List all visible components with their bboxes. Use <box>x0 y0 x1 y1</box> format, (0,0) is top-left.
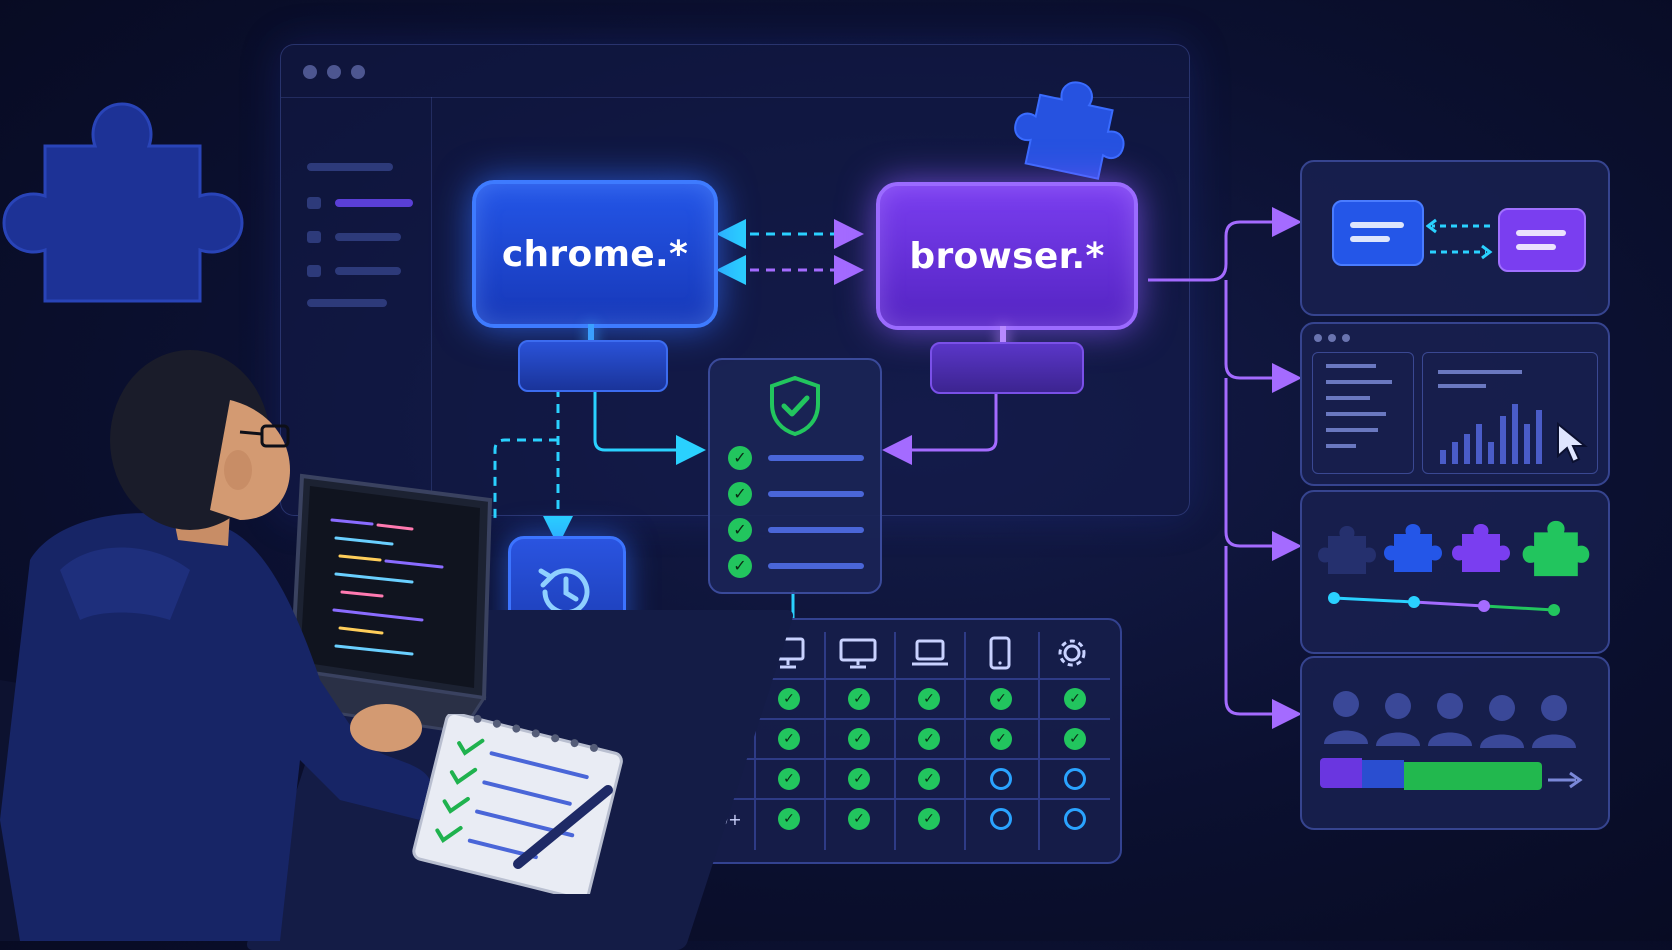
unsupported-circle-icon <box>1064 808 1086 830</box>
browser-api-monitor: browser.* <box>876 182 1138 330</box>
unsupported-circle-icon <box>990 768 1012 790</box>
checklist-item: ✓ <box>728 446 864 472</box>
supported-check-icon: ✓ <box>1064 728 1086 750</box>
supported-check-icon: ✓ <box>848 808 870 830</box>
puzzle-icon <box>1384 524 1442 572</box>
arrow-right-icon <box>1548 771 1583 789</box>
window-title-bar <box>281 45 1189 98</box>
supported-check-icon: ✓ <box>990 688 1012 710</box>
window-dot <box>327 65 341 79</box>
rollout-segment <box>1320 758 1362 788</box>
tablet-icon <box>989 636 1011 670</box>
unsupported-circle-icon <box>990 808 1012 830</box>
user-icon <box>1480 695 1524 748</box>
unsupported-circle-icon <box>1064 768 1086 790</box>
supported-check-icon: ✓ <box>918 768 940 790</box>
puzzle-icon <box>2 102 244 303</box>
supported-check-icon: ✓ <box>918 688 940 710</box>
rollout-segment <box>1362 760 1404 788</box>
supported-check-icon: ✓ <box>778 768 800 790</box>
check-icon: ✓ <box>728 554 752 578</box>
messaging-panel <box>1300 160 1610 316</box>
puzzle-icon <box>1522 520 1590 577</box>
message-arrows <box>1426 218 1493 260</box>
supported-check-icon: ✓ <box>918 728 940 750</box>
rollout-segment <box>1404 762 1542 790</box>
puzzle-timeline <box>1318 520 1590 616</box>
user-icon <box>1532 695 1576 748</box>
chrome-monitor-base <box>518 340 668 392</box>
gear-icon <box>1058 639 1086 667</box>
validation-checklist-card: ✓ ✓ ✓ ✓ <box>708 358 882 594</box>
check-icon: ✓ <box>728 446 752 470</box>
check-icon: ✓ <box>728 482 752 506</box>
laptop-icon <box>912 639 948 666</box>
supported-check-icon: ✓ <box>778 688 800 710</box>
paper-checklist-notebook <box>412 714 623 894</box>
user-icon <box>1428 693 1472 746</box>
cursor-icon <box>1557 421 1588 464</box>
supported-check-icon: ✓ <box>848 768 870 790</box>
chrome-api-label: chrome.* <box>501 233 689 275</box>
chat-bubble-icon <box>1332 200 1424 266</box>
user-rollout-panel <box>1300 656 1610 830</box>
check-icon: ✓ <box>728 518 752 542</box>
browser-monitor-stand <box>1000 326 1006 356</box>
puzzle-icon <box>1452 524 1510 572</box>
supported-check-icon: ✓ <box>990 728 1012 750</box>
display-icon <box>839 638 877 669</box>
history-icon <box>538 568 590 616</box>
bar-chart-icon <box>1440 404 1542 464</box>
devtools-panel <box>1300 322 1610 486</box>
checklist-item: ✓ <box>728 518 864 544</box>
user-icon <box>1376 693 1420 746</box>
window-dot <box>303 65 317 79</box>
supported-check-icon: ✓ <box>848 728 870 750</box>
supported-check-icon: ✓ <box>918 808 940 830</box>
browser-monitor-base <box>930 342 1084 394</box>
chrome-api-monitor: chrome.* <box>472 180 718 328</box>
supported-check-icon: ✓ <box>778 808 800 830</box>
supported-check-icon: ✓ <box>848 688 870 710</box>
laptop-illustration <box>262 473 493 734</box>
window-sidebar <box>281 97 432 515</box>
developer-person <box>0 350 430 941</box>
checklist-item: ✓ <box>728 482 864 508</box>
user-icon <box>1324 691 1368 744</box>
window-dot <box>351 65 365 79</box>
supported-check-icon: ✓ <box>778 728 800 750</box>
browser-api-label: browser.* <box>909 235 1105 277</box>
puzzle-icon <box>1318 526 1376 574</box>
chat-bubble-icon <box>1498 208 1586 272</box>
supported-check-icon: ✓ <box>1064 688 1086 710</box>
puzzle-icon <box>1014 81 1125 180</box>
checklist-item: ✓ <box>728 554 864 580</box>
extensions-timeline-panel <box>1300 490 1610 654</box>
shield-check-icon <box>770 375 820 437</box>
user-group <box>1324 691 1576 748</box>
